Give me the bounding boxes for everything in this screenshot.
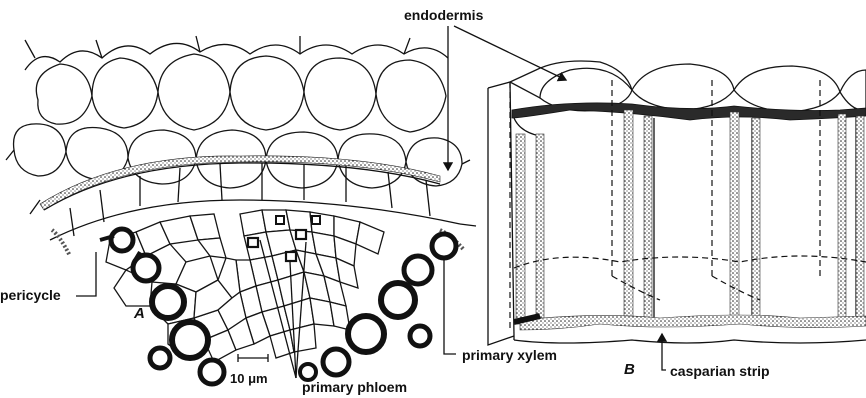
leader-endodermis-b — [454, 26, 566, 80]
panel-a-cross-section — [6, 36, 476, 384]
cortex-outer-row — [25, 36, 448, 70]
label-panel-a: A — [133, 305, 145, 322]
leader-casparian — [662, 334, 666, 370]
label-primary-phloem: primary phloem — [302, 379, 407, 395]
label-panel-b: B — [624, 361, 635, 378]
label-pericycle: pericycle — [0, 287, 61, 303]
label-scale-bar: 10 μm — [230, 371, 268, 386]
panel-b-endodermis-block — [488, 61, 866, 345]
label-casparian-strip: casparian strip — [670, 363, 770, 379]
label-endodermis: endodermis — [404, 7, 484, 23]
scale-bar — [238, 354, 268, 362]
leader-xylem — [444, 258, 456, 354]
label-primary-xylem: primary xylem — [462, 347, 557, 363]
leader-pericycle — [76, 252, 96, 296]
casparian-strip-bottom — [520, 315, 866, 330]
vascular-small-cells — [106, 210, 384, 362]
